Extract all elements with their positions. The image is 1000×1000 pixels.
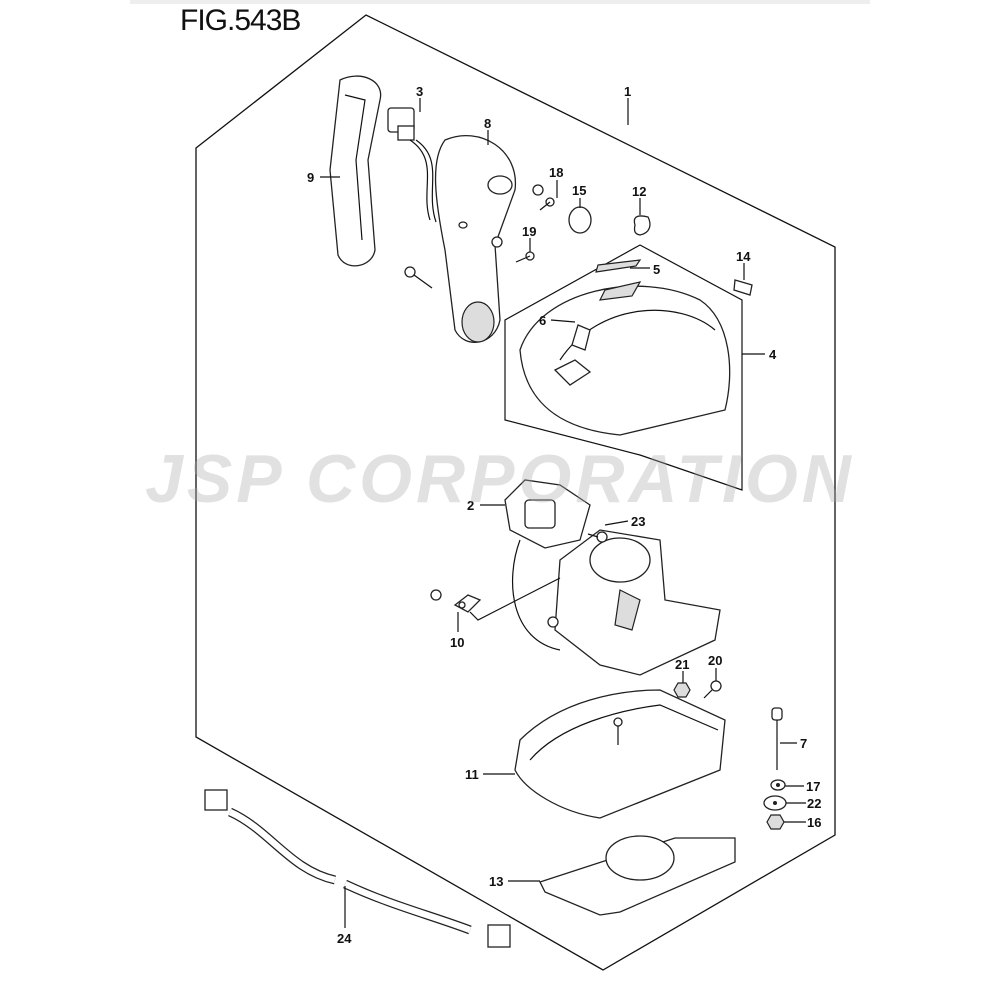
part-13-gasket [539,835,736,916]
callout-10: 10 [450,635,464,650]
part-12-cap [633,215,651,236]
part-24-harness [204,789,511,948]
figure-title: FIG.543B [180,4,301,37]
part-16-nut [766,814,785,830]
callout-4: 4 [769,347,777,362]
callout-16: 16 [807,815,821,830]
callout-12: 12 [632,184,646,199]
callout-17: 17 [806,779,820,794]
part-10-bracket [430,577,561,621]
part-17-washer [770,779,786,791]
callout-20: 20 [708,653,722,668]
callout-8: 8 [484,116,491,131]
part-9-grip [329,75,382,267]
part-8-lever [434,135,516,343]
callout-labels: 1 3 8 9 18 15 12 19 14 5 6 4 2 23 10 21 … [307,84,821,946]
part-21-nut [673,682,691,698]
part-2-switch [504,479,591,651]
callout-1: 1 [624,84,631,99]
callout-23: 23 [631,514,645,529]
callout-11: 11 [465,767,479,782]
callout-3: 3 [416,84,423,99]
callout-24: 24 [337,931,352,946]
part-22-washer [763,795,787,811]
part-19-screw [491,236,535,263]
screw [404,266,433,289]
part-3-connector [387,107,437,223]
part-7-bolt [771,707,783,770]
callout-19: 19 [522,224,536,239]
leader-lines [320,98,806,928]
callout-5: 5 [653,262,660,277]
callout-7: 7 [800,736,807,751]
callout-15: 15 [572,183,586,198]
callout-18: 18 [549,165,563,180]
callout-21: 21 [675,657,689,672]
part-15-cap [568,206,592,234]
callout-2: 2 [467,498,474,513]
part-20-screw [703,680,722,699]
control-mechanism [547,529,721,676]
callout-14: 14 [736,249,751,264]
top-border [130,0,870,4]
callout-9: 9 [307,170,314,185]
part-18-screw [532,184,555,211]
part-4-cover [504,244,743,491]
assembly-frame [195,14,836,971]
part-11-lower-cover [514,689,726,819]
watermark: JSP CORPORATION [145,441,855,517]
part-14-clip [733,279,753,296]
part-23-screw [587,531,608,543]
callout-6: 6 [539,313,546,328]
callout-22: 22 [807,796,821,811]
callout-13: 13 [489,874,503,889]
